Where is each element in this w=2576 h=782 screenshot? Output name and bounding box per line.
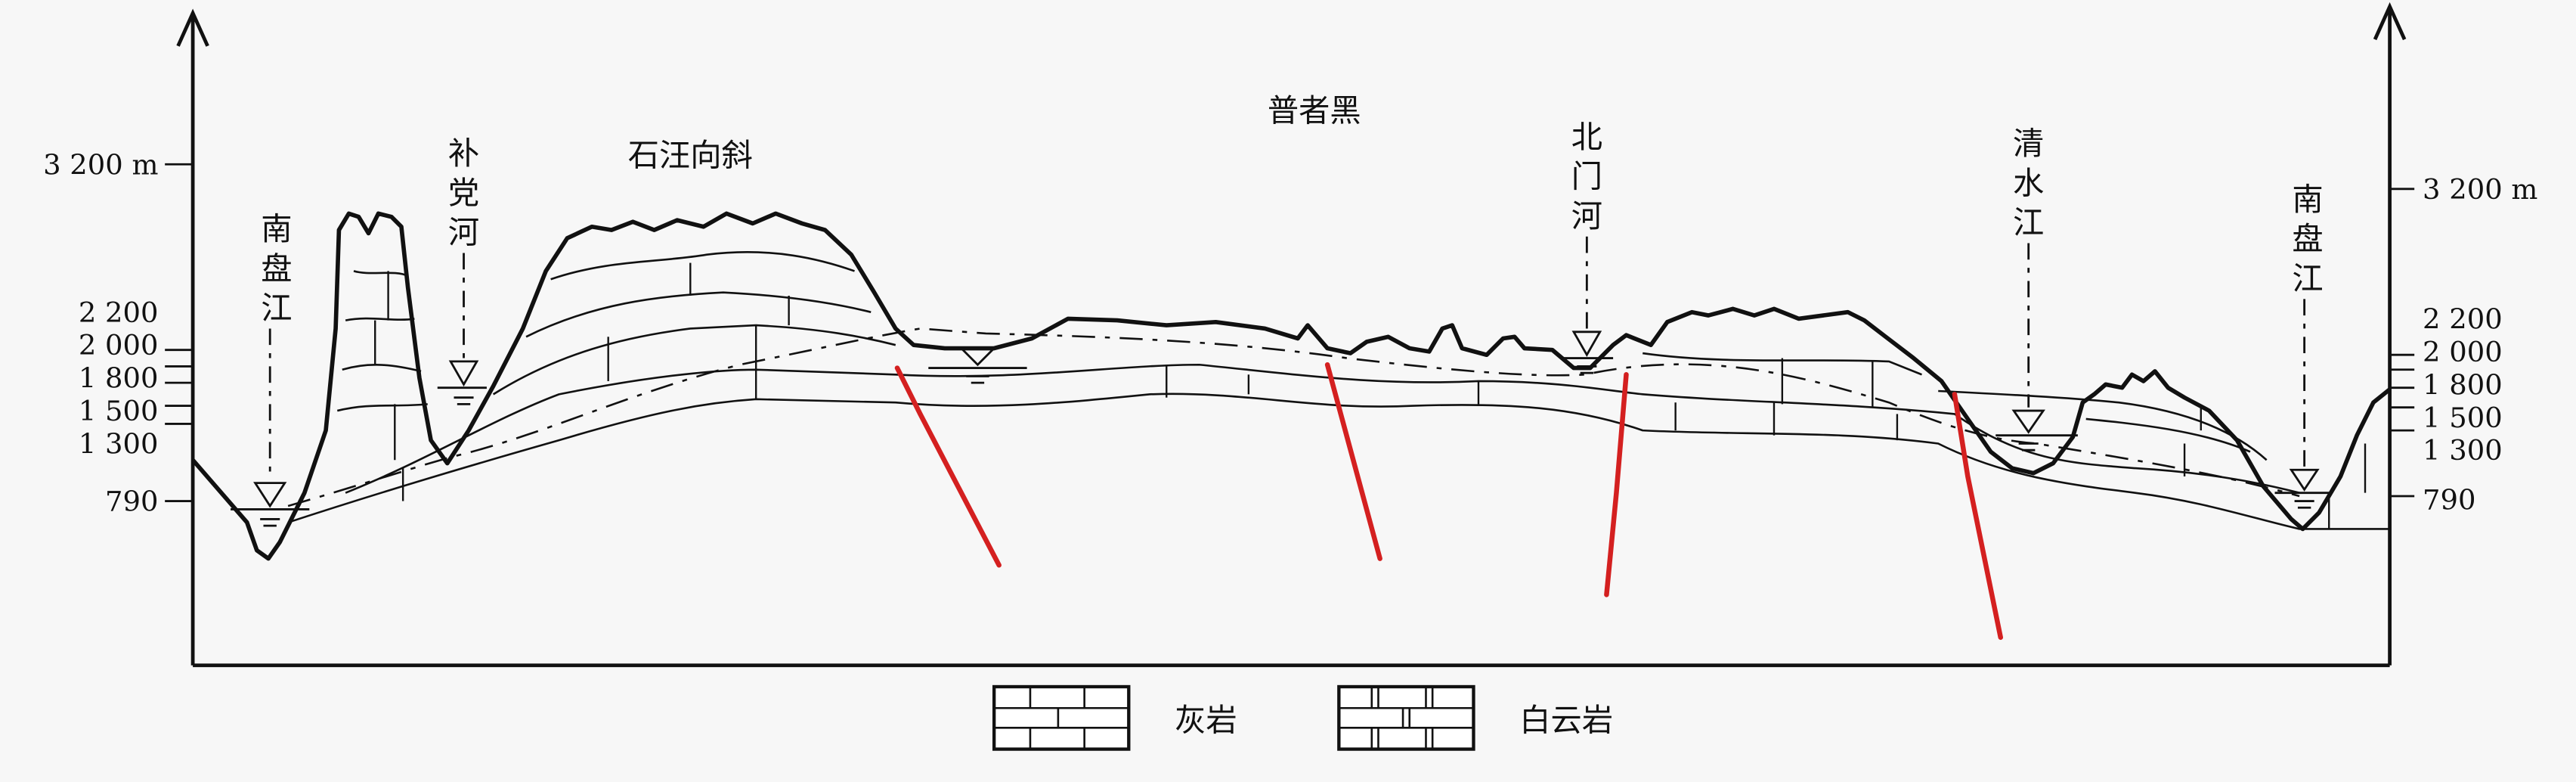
svg-text:门: 门: [1571, 159, 1602, 195]
legend-dolomite-swatch: [1337, 684, 1475, 751]
label-nanpanjiang-right: 南 盘 江: [2292, 182, 2323, 296]
tick-label: 1 300: [2423, 434, 2503, 467]
fault-line: [894, 365, 1002, 568]
brick-joints: [374, 262, 2367, 529]
legend-limestone-label: 灰岩: [1175, 703, 1237, 739]
right-axis-arrow-icon: [2373, 2, 2407, 41]
tick-label: 3 200 m: [2423, 173, 2537, 206]
tick-label: 1 500: [2423, 402, 2503, 434]
place-labels: 南 盘 江 补 党 河 石汪向斜 普者黑 北 门 河 清 水 江 南 盘 江: [261, 93, 2323, 327]
budanghe-water-icon: [437, 253, 487, 405]
tick-label: 790: [2423, 483, 2475, 516]
fault-line: [1952, 392, 2004, 641]
tick-label: 1 500: [79, 395, 159, 427]
qingshuijiang-water-icon: [1995, 243, 2078, 452]
tick-label: 1 800: [79, 362, 159, 395]
label-shiwang-syncline: 石汪向斜: [628, 137, 753, 173]
tick-label: 2 200: [79, 296, 159, 329]
left-ticks: [165, 163, 194, 502]
tick-label: 790: [105, 486, 158, 518]
svg-text:河: 河: [448, 214, 479, 250]
label-qingshuijiang: 清 水 江: [2013, 126, 2044, 240]
faults: [894, 362, 2004, 641]
svg-text:补: 补: [448, 135, 479, 172]
svg-text:南: 南: [261, 211, 292, 247]
nanpanjiang-left-water-icon: [231, 328, 310, 527]
water-level-markers: [231, 236, 2333, 527]
water-table: [287, 327, 2300, 507]
svg-text:江: 江: [261, 290, 292, 326]
label-nanpanjiang-left: 南 盘 江: [261, 211, 292, 326]
svg-text:盘: 盘: [261, 250, 292, 287]
right-ticks: [2389, 188, 2415, 498]
svg-text:北: 北: [1571, 119, 1602, 156]
nanpanjiang-right-water-icon: [2274, 299, 2333, 509]
label-beimenhe: 北 门 河: [1571, 119, 1602, 234]
legend-dolomite-label: 白云岩: [1519, 703, 1613, 739]
legend: 灰岩 白云岩: [992, 684, 1613, 751]
right-tick-labels: 3 200 m 2 200 2 000 1 800 1 500 1 300 79…: [2423, 173, 2537, 517]
svg-text:清: 清: [2013, 126, 2044, 162]
tick-label: 3 200 m: [43, 148, 158, 181]
terrain-profile: [190, 211, 2392, 561]
tick-label: 2 000: [2423, 336, 2503, 368]
svg-text:河: 河: [1571, 198, 1602, 234]
label-budanghe: 补 党 河: [448, 135, 479, 250]
fault-line: [1324, 362, 1382, 561]
puzhehei-water-icon: [928, 347, 1027, 384]
label-puzhehei: 普者黑: [1268, 93, 1361, 129]
tick-label: 2 200: [2423, 303, 2503, 335]
svg-text:南: 南: [2292, 182, 2323, 218]
fault-line: [1604, 372, 1629, 597]
legend-limestone-swatch: [992, 684, 1131, 751]
left-axis-arrow-icon: [176, 8, 209, 47]
left-tick-labels: 3 200 m 2 200 2 000 1 800 1 500 1 300 79…: [43, 148, 158, 517]
tick-label: 1 300: [79, 428, 159, 461]
strata-layers: [287, 251, 2390, 530]
axes: [176, 2, 2407, 668]
beimenhe-water-icon: [1560, 236, 1614, 374]
svg-text:党: 党: [448, 175, 479, 211]
svg-text:江: 江: [2013, 204, 2044, 240]
svg-text:盘: 盘: [2292, 221, 2323, 257]
tick-label: 1 800: [2423, 368, 2503, 401]
tick-label: 2 000: [79, 329, 159, 362]
svg-text:水: 水: [2013, 165, 2044, 201]
svg-text:江: 江: [2292, 260, 2323, 296]
